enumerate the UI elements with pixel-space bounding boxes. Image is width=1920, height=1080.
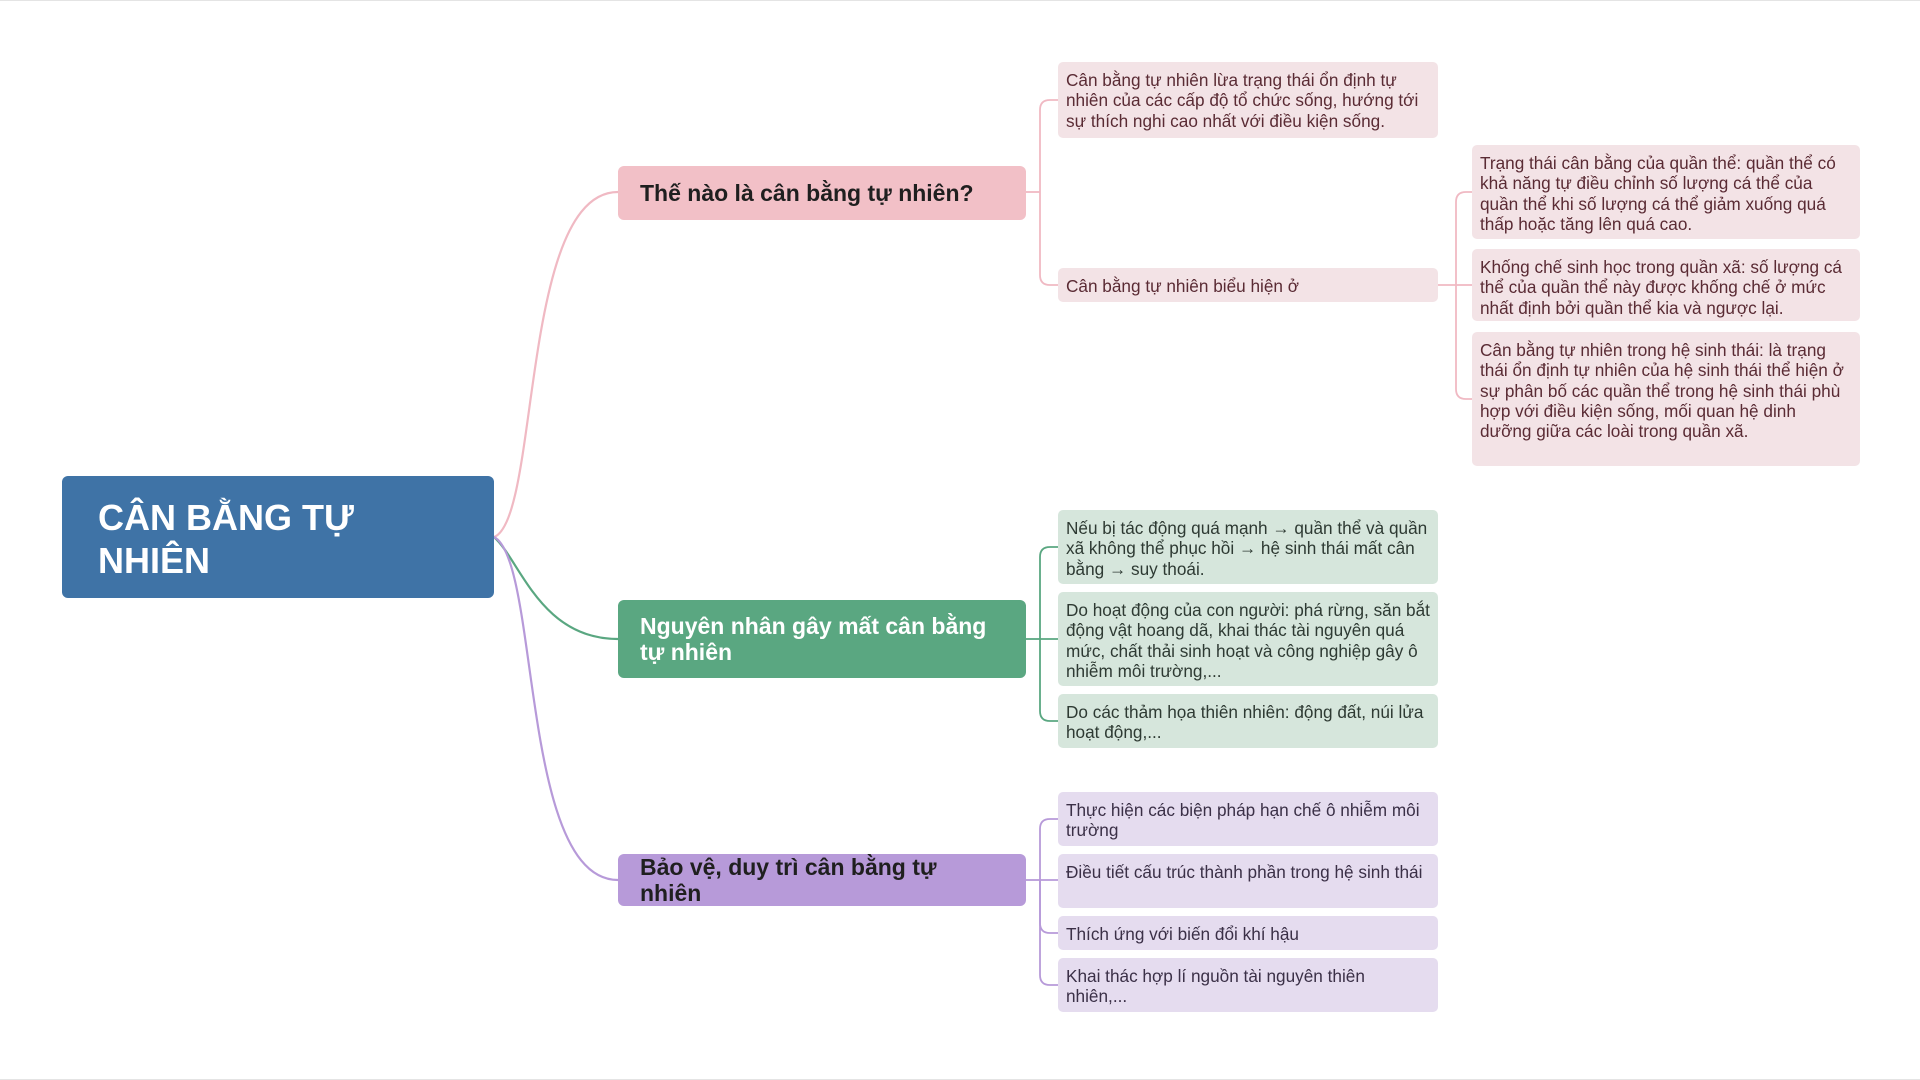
branch-definition[interactable]: Thế nào là cân bằng tự nhiên? [618, 166, 1026, 220]
leaf-text: Cân bằng tự nhiên biểu hiện ở [1066, 276, 1300, 296]
edge-branch3-leaf1 [1039, 818, 1058, 880]
edge-branch2-leaf3 [1039, 639, 1058, 722]
leaf-population-balance[interactable]: Trạng thái cân bằng của quần thể: quần t… [1472, 145, 1860, 239]
leaf-climate-adaptation[interactable]: Thích ứng với biến đổi khí hậu [1058, 916, 1438, 950]
leaf-text: Thích ứng với biến đổi khí hậu [1066, 924, 1299, 944]
leaf-limit-pollution[interactable]: Thực hiện các biện pháp hạn chế ô nhiễm … [1058, 792, 1438, 846]
leaf-manifestation[interactable]: Cân bằng tự nhiên biểu hiện ở [1058, 268, 1438, 302]
edge-root-branch3 [493, 536, 619, 882]
leaf-strong-impact[interactable]: Nếu bị tác động quá mạnh → quần thể và q… [1058, 510, 1438, 584]
leaf-text: Do hoạt động của con người: phá rừng, să… [1066, 600, 1430, 681]
leaf-text: Trạng thái cân bằng của quần thể: quần t… [1480, 153, 1836, 234]
edge-root-branch2 [493, 536, 619, 641]
leaf-text: Cân bằng tự nhiên lừa trạng thái ổn định… [1066, 70, 1419, 131]
branch-causes[interactable]: Nguyên nhân gây mất cân bằng tự nhiên [618, 600, 1026, 678]
root-topic[interactable]: CÂN BẰNG TỰ NHIÊN [62, 476, 494, 598]
edge-branch1-leaf2 [1039, 192, 1058, 286]
leaf-definition-text[interactable]: Cân bằng tự nhiên lừa trạng thái ổn định… [1058, 62, 1438, 138]
root-topic-label: CÂN BẰNG TỰ NHIÊN [98, 497, 354, 582]
leaf-natural-disasters[interactable]: Do các thảm họa thiên nhiên: động đất, n… [1058, 694, 1438, 748]
leaf-ecosystem-balance[interactable]: Cân bằng tự nhiên trong hệ sinh thái: là… [1472, 332, 1860, 466]
edge-branch3-leaf3 [1039, 880, 1058, 934]
branch-protection[interactable]: Bảo vệ, duy trì cân bằng tự nhiên [618, 854, 1026, 906]
branch-protection-label: Bảo vệ, duy trì cân bằng tự nhiên [640, 853, 937, 906]
edge-leaf2-sub1 [1455, 191, 1472, 285]
top-border [0, 0, 1920, 1]
leaf-text: Nếu bị tác động quá mạnh → quần thể và q… [1066, 518, 1428, 579]
leaf-regulate-structure[interactable]: Điều tiết cấu trúc thành phần trong hệ s… [1058, 854, 1438, 908]
edge-root-branch1 [493, 190, 619, 539]
leaf-text: Cân bằng tự nhiên trong hệ sinh thái: là… [1480, 340, 1844, 442]
leaf-text: Thực hiện các biện pháp hạn chế ô nhiễm … [1066, 800, 1420, 841]
leaf-text: Điều tiết cấu trúc thành phần trong hệ s… [1066, 862, 1423, 882]
edge-leaf2-sub3 [1455, 285, 1472, 400]
edge-branch1-leaf1 [1039, 99, 1058, 192]
edge-branch2-leaf1 [1039, 546, 1058, 639]
leaf-text: Khống chế sinh học trong quần xã: số lượ… [1480, 257, 1842, 318]
branch-causes-label: Nguyên nhân gây mất cân bằng tự nhiên [640, 612, 987, 665]
leaf-text: Do các thảm họa thiên nhiên: động đất, n… [1066, 702, 1424, 743]
leaf-rational-exploitation[interactable]: Khai thác hợp lí nguồn tài nguyên thiên … [1058, 958, 1438, 1012]
branch-definition-label: Thế nào là cân bằng tự nhiên? [640, 179, 974, 206]
leaf-human-activity[interactable]: Do hoạt động của con người: phá rừng, să… [1058, 592, 1438, 686]
leaf-biological-control[interactable]: Khống chế sinh học trong quần xã: số lượ… [1472, 249, 1860, 321]
leaf-text: Khai thác hợp lí nguồn tài nguyên thiên … [1066, 966, 1365, 1007]
edge-branch3-leaf4 [1039, 880, 1058, 986]
